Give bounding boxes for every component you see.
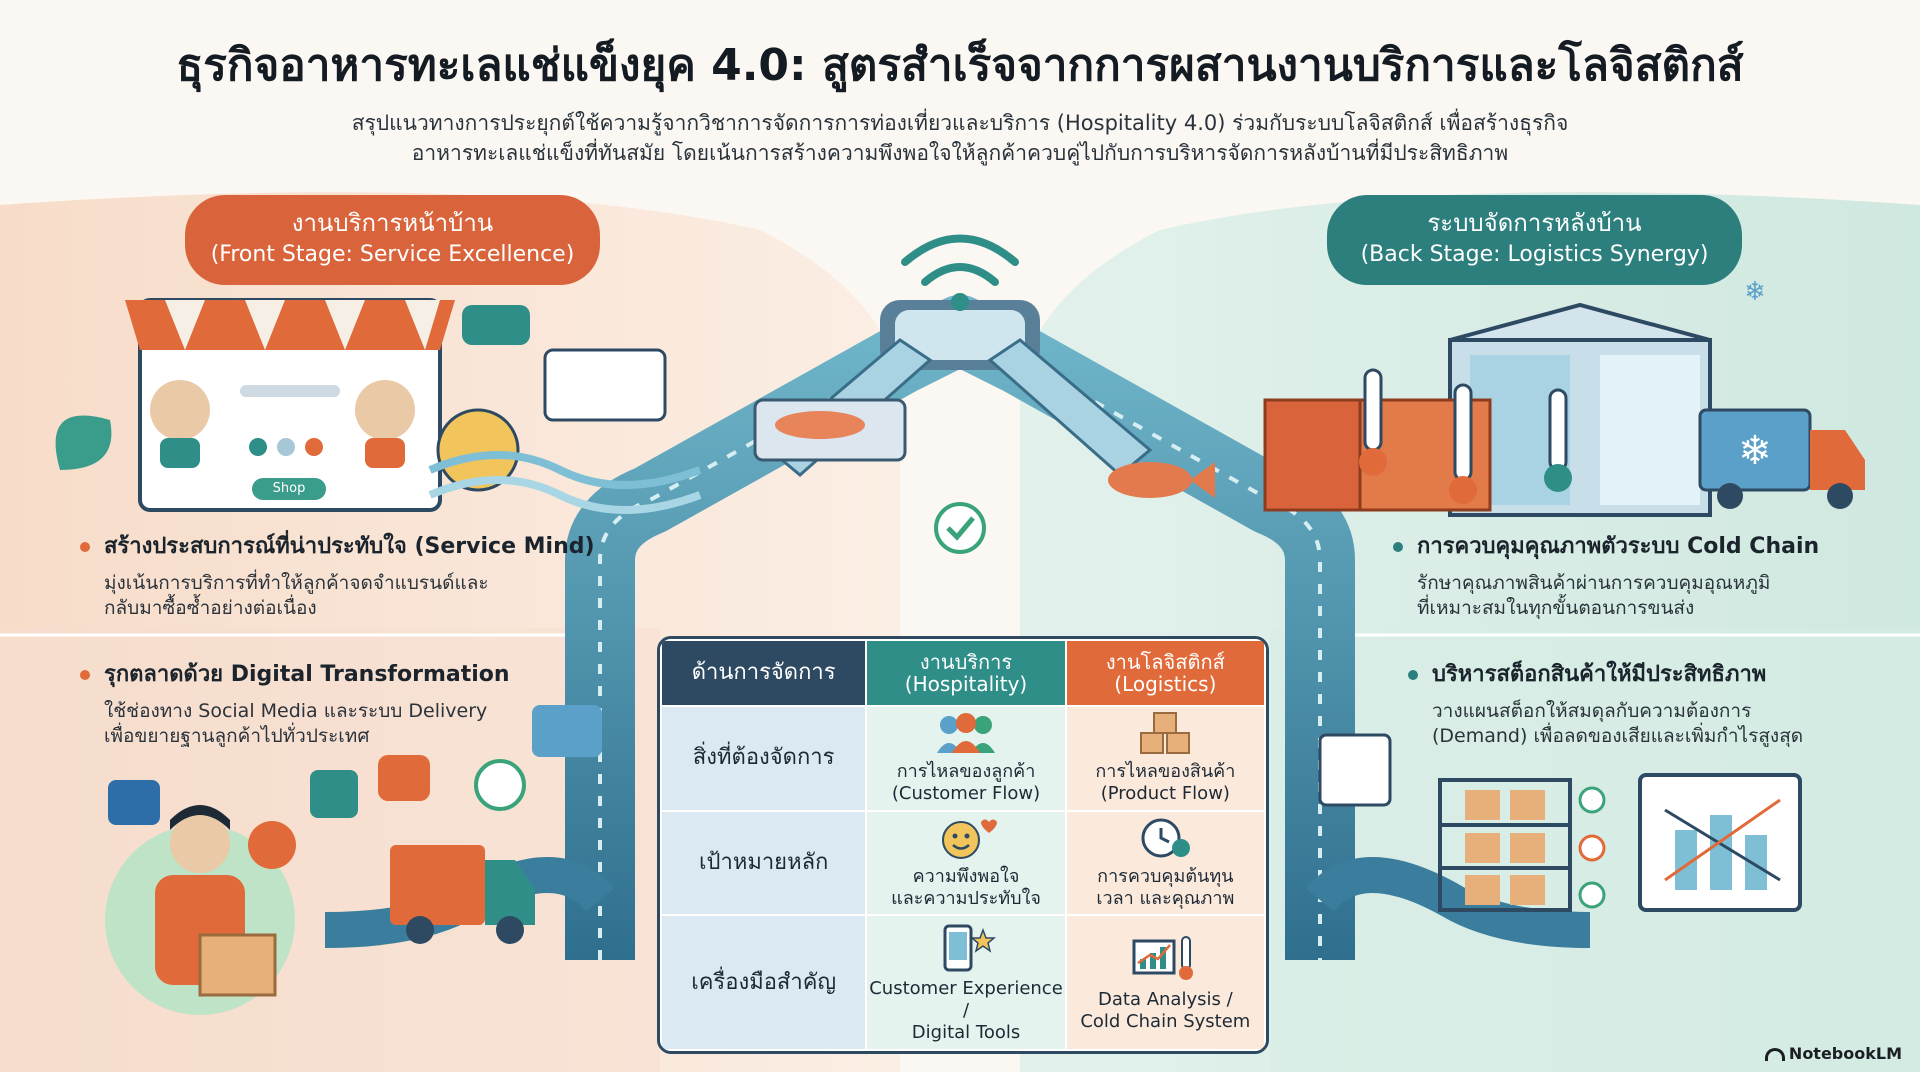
table-cell-logistics: การควบคุมต้นทุน เวลา และคุณภาพ [1064, 809, 1266, 916]
page-title: ธุรกิจอาหารทะเลแช่แข็งยุค 4.0: สูตรสำเร็… [176, 40, 1744, 91]
subtitle-line-1: สรุปแนวทางการประยุกต์ใช้ความรู้จากวิชากา… [351, 111, 1569, 135]
table-row: เป้าหมายหลัก ความพึงพอใจ และความประทับใจ… [660, 809, 1266, 916]
cell-line-1: การควบคุมต้นทุน [1097, 865, 1234, 887]
chart-thermometer-icon [1132, 935, 1194, 980]
table-header-logistics: งานโลจิสติกส์ (Logistics) [1064, 639, 1266, 707]
cell-line-2: (Customer Flow) [891, 783, 1041, 805]
bullet-dot [80, 670, 90, 680]
back-point-2-desc-2: (Demand) เพื่อลดของเสียและเพิ่มกำไรสูงสุ… [1432, 725, 1804, 747]
table-row-aspect: สิ่งที่ต้องจัดการ [660, 705, 868, 812]
table-cell-logistics: Data Analysis / Cold Chain System [1064, 914, 1266, 1051]
table-cell-hospitality: Customer Experience / Digital Tools [865, 914, 1067, 1051]
front-point-1: สร้างประสบการณ์ที่น่าประทับใจ (Service M… [80, 528, 640, 621]
table-header-logistics-line-2: (Logistics) [1114, 672, 1217, 696]
subtitle-line-2: อาหารทะเลแช่แข็งที่ทันสมัย โดยเน้นการสร้… [411, 141, 1509, 165]
table-row-aspect: เครื่องมือสำคัญ [660, 914, 868, 1051]
back-point-1: การควบคุมคุณภาพตัวระบบ Cold Chain รักษาค… [1393, 528, 1913, 621]
front-point-1-desc-2: กลับมาซื้อซ้ำอย่างต่อเนื่อง [104, 597, 317, 619]
back-point-1-desc-1: รักษาคุณภาพสินค้าผ่านการควบคุมอุณหภูมิ [1417, 572, 1771, 594]
back-stage-pill: ระบบจัดการหลังบ้าน (Back Stage: Logistic… [1327, 195, 1742, 285]
back-stage-title: ระบบจัดการหลังบ้าน [1427, 209, 1642, 237]
back-point-2-desc-1: วางแผนสต็อกให้สมดุลกับความต้องการ [1432, 700, 1752, 722]
clock-gear-icon [1141, 818, 1191, 858]
boxes-icon [1140, 712, 1191, 755]
back-point-2: บริหารสต็อกสินค้าให้มีประสิทธิภาพ วางแผน… [1408, 656, 1913, 749]
cell-line-2: เวลา และคุณภาพ [1096, 887, 1235, 909]
brand-label: NotebookLM [1764, 1044, 1902, 1063]
svg-text:❄: ❄ [1744, 277, 1766, 307]
cell-line-2: Cold Chain System [1080, 1010, 1251, 1032]
smiley-heart-icon [942, 819, 998, 859]
bullet-dot [1408, 670, 1418, 680]
back-point-2-title: บริหารสต็อกสินค้าให้มีประสิทธิภาพ [1432, 662, 1767, 687]
phone-star-icon [943, 924, 997, 971]
svg-text:❄: ❄ [1738, 428, 1772, 474]
back-point-1-desc-2: ที่เหมาะสมในทุกขั้นตอนการขนส่ง [1417, 597, 1695, 619]
back-point-1-title: การควบคุมคุณภาพตัวระบบ Cold Chain [1417, 534, 1820, 559]
front-stage-title: งานบริการหน้าบ้าน [291, 209, 494, 237]
front-point-1-title: สร้างประสบการณ์ที่น่าประทับใจ (Service M… [104, 534, 595, 559]
cell-line-2: และความประทับใจ [891, 887, 1041, 909]
table-cell-logistics: การไหลของสินค้า (Product Flow) [1064, 705, 1266, 812]
table-header-logistics-line-1: งานโลจิสติกส์ [1105, 650, 1225, 674]
front-point-2: รุกตลาดด้วย Digital Transformation ใช้ช่… [80, 656, 640, 749]
table-cell-hospitality: การไหลของลูกค้า (Customer Flow) [865, 705, 1067, 812]
front-point-2-desc-2: เพื่อขยายฐานลูกค้าไปทั่วประเทศ [104, 725, 370, 747]
table-header-hospitality-line-2: (Hospitality) [904, 672, 1028, 696]
table-row: เครื่องมือสำคัญ Customer Experience / Di… [660, 914, 1266, 1051]
cell-line-1: Customer Experience / [869, 977, 1063, 1021]
cell-line-1: Data Analysis / [1098, 988, 1233, 1010]
cell-line-1: ความพึงพอใจ [912, 865, 1020, 887]
back-stage-subtitle: (Back Stage: Logistics Synergy) [1360, 242, 1709, 267]
cell-line-2: (Product Flow) [1100, 783, 1230, 805]
bullet-dot [80, 542, 90, 552]
front-point-1-desc-1: มุ่งเน้นการบริการที่ทำให้ลูกค้าจดจำแบรนด… [104, 572, 489, 594]
shop-button[interactable]: Shop [272, 481, 306, 496]
bullet-dot [1393, 542, 1403, 552]
table-header-aspect: ด้านการจัดการ [660, 639, 868, 707]
people-group-icon [937, 713, 996, 754]
table-row-aspect: เป้าหมายหลัก [660, 809, 868, 916]
cell-line-1: การไหลของลูกค้า [896, 761, 1036, 783]
page-subtitle: สรุปแนวทางการประยุกต์ใช้ความรู้จากวิชากา… [260, 108, 1660, 168]
table-row: สิ่งที่ต้องจัดการ การไหลของลูกค้า (Custo… [660, 705, 1266, 812]
notebooklm-logo-icon [1764, 1048, 1785, 1061]
cell-line-2: Digital Tools [911, 1021, 1021, 1043]
front-point-2-title: รุกตลาดด้วย Digital Transformation [104, 662, 510, 687]
comparison-table: ด้านการจัดการ งานบริการ (Hospitality) งา… [657, 636, 1269, 1054]
cell-line-1: การไหลของสินค้า [1095, 761, 1236, 783]
brand-text: NotebookLM [1788, 1044, 1902, 1063]
table-header-hospitality: งานบริการ (Hospitality) [865, 639, 1067, 707]
front-stage-pill: งานบริการหน้าบ้าน (Front Stage: Service … [185, 195, 600, 285]
front-point-2-desc-1: ใช้ช่องทาง Social Media และระบบ Delivery [104, 700, 488, 722]
table-header-hospitality-line-1: งานบริการ [919, 650, 1013, 674]
table-cell-hospitality: ความพึงพอใจ และความประทับใจ [865, 809, 1067, 916]
front-stage-subtitle: (Front Stage: Service Excellence) [210, 242, 575, 267]
